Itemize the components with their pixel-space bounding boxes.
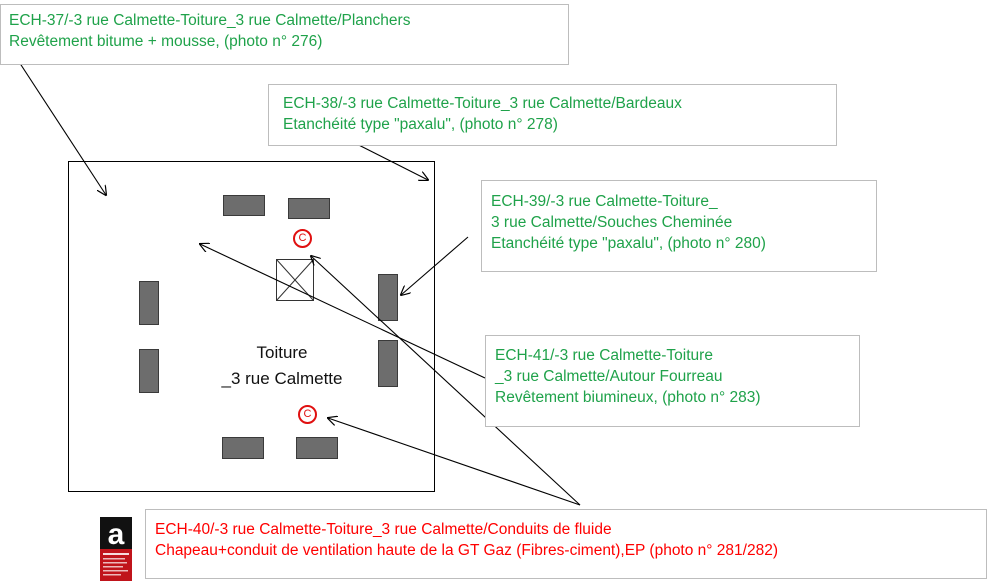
- callout-ech37: ECH-37/-3 rue Calmette-Toiture_3 rue Cal…: [0, 4, 569, 65]
- roof-block: [378, 340, 398, 387]
- callout-ech38: ECH-38/-3 rue Calmette-Toiture_3 rue Cal…: [268, 84, 837, 146]
- sample-marker: C: [298, 405, 317, 424]
- arrow-ech40-b: [328, 418, 581, 506]
- callout-ech41-line3: Revêtement biumineux, (photo n° 283): [495, 389, 761, 406]
- callout-ech38-line2: Etanchéité type "paxalu", (photo n° 278): [283, 116, 558, 133]
- callout-ech40-line2: Chapeau+conduit de ventilation haute de …: [155, 542, 778, 559]
- roof-block: [223, 195, 265, 216]
- roof-label: Toiture _3 rue Calmette: [207, 340, 357, 392]
- arrow-ech40-a: [311, 256, 581, 506]
- callout-ech40-line1: ECH-40/-3 rue Calmette-Toiture_3 rue Cal…: [155, 521, 612, 538]
- roof-hatch-icon: [276, 259, 314, 301]
- roof-block: [139, 349, 159, 393]
- callout-ech39-line3: Etanchéité type "paxalu", (photo n° 280): [491, 235, 766, 252]
- arrow-ech37: [7, 44, 106, 195]
- roof-block: [296, 437, 338, 459]
- roof-block: [378, 274, 398, 321]
- callout-ech39-line1: ECH-39/-3 rue Calmette-Toiture_: [491, 193, 718, 210]
- callout-ech41-line2: _3 rue Calmette/Autour Fourreau: [495, 368, 723, 385]
- roof-label-line2: _3 rue Calmette: [221, 369, 343, 388]
- callout-ech39-line2: 3 rue Calmette/Souches Cheminée: [491, 214, 733, 231]
- callout-ech37-line2: Revêtement bitume + mousse, (photo n° 27…: [9, 33, 323, 50]
- arrow-ech39: [401, 236, 469, 295]
- svg-text:a: a: [108, 518, 125, 551]
- callout-ech37-line1: ECH-37/-3 rue Calmette-Toiture_3 rue Cal…: [9, 12, 411, 29]
- callout-ech38-line1: ECH-38/-3 rue Calmette-Toiture_3 rue Cal…: [283, 95, 682, 112]
- asbestos-warning-logo-icon: a: [100, 517, 132, 581]
- roof-block: [222, 437, 264, 459]
- callout-ech41-line1: ECH-41/-3 rue Calmette-Toiture: [495, 347, 713, 364]
- roof-block: [288, 198, 330, 219]
- callout-ech41: ECH-41/-3 rue Calmette-Toiture _3 rue Ca…: [485, 335, 860, 427]
- sample-marker: C: [293, 229, 312, 248]
- callout-ech40: ECH-40/-3 rue Calmette-Toiture_3 rue Cal…: [145, 509, 987, 579]
- roof-label-line1: Toiture: [256, 343, 308, 362]
- roof-block: [139, 281, 159, 325]
- roof-outline: [68, 161, 435, 492]
- callout-ech39: ECH-39/-3 rue Calmette-Toiture_ 3 rue Ca…: [481, 180, 877, 272]
- arrow-ech41: [200, 244, 486, 379]
